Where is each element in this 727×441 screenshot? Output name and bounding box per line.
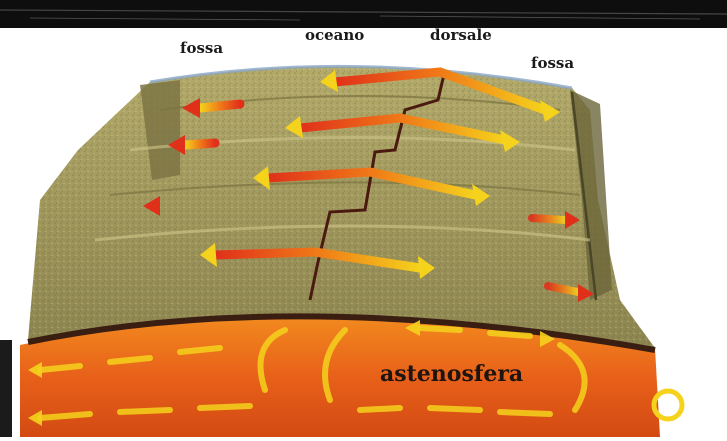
left-edge-bar xyxy=(0,340,12,437)
trench-label-right: fossa xyxy=(531,56,574,71)
ocean-label: oceano xyxy=(305,28,364,43)
trench-label-left: fossa xyxy=(180,41,223,56)
asthenosphere-label: astenosfera xyxy=(380,363,523,385)
ridge-label: dorsale xyxy=(430,28,492,43)
